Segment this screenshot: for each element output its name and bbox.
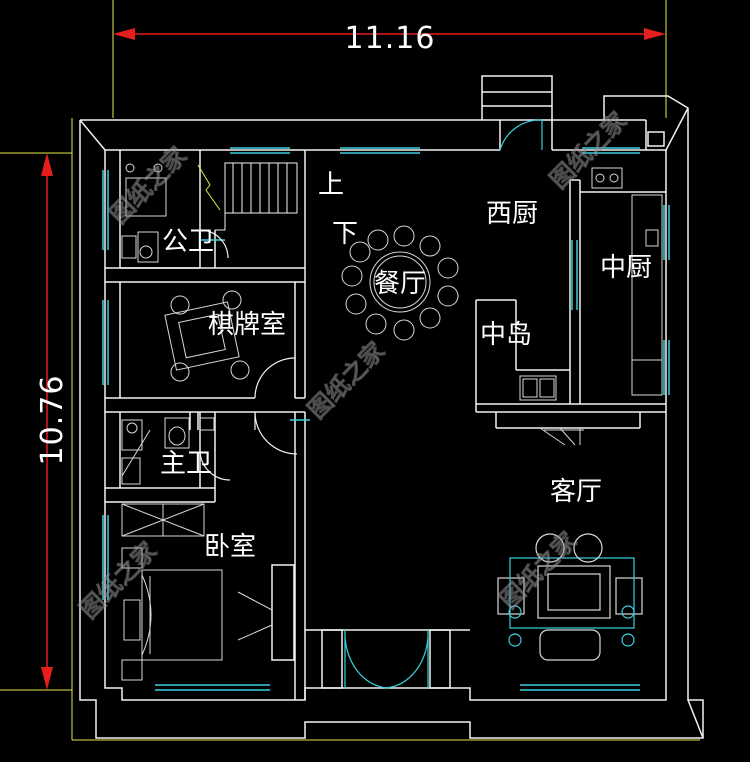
staircase [197,162,298,231]
master-bath-fixtures [121,417,215,485]
width-dimension-label: 11.16 [345,21,436,56]
interior-walls [105,150,666,700]
height-dimension-label: 10.76 [35,375,70,466]
label-chinese-kitchen: 中厨 [600,253,652,283]
label-stairs-down: 下 [332,219,358,249]
label-chess-room: 棋牌室 [208,310,286,340]
sofa-set [497,533,643,661]
label-master-bath: 主卫 [160,449,212,479]
label-western-kitchen: 西厨 [486,199,538,229]
kitchen-fixtures [519,167,663,446]
label-living: 客厅 [550,477,602,507]
windows [102,147,670,691]
label-public-bath: 公卫 [162,227,214,257]
watermarks: 图纸之家 图纸之家 图纸之家 图纸之家 图纸之家 [74,106,632,625]
bedroom-furniture [121,503,273,681]
watermark-center: 图纸之家 [302,337,390,425]
doors [199,119,543,689]
label-island: 中岛 [480,320,532,350]
dining-table [341,225,459,341]
room-labels: 公卫 棋牌室 主卫 卧室 上 下 餐厅 西厨 中岛 中厨 客厅 [160,170,652,562]
label-dining: 餐厅 [374,269,426,299]
label-stairs-up: 上 [318,170,344,200]
public-bath-fixtures [121,163,167,263]
dimension-lines [0,0,700,741]
watermark-bottom-left: 图纸之家 [74,537,162,625]
mahjong-table [164,290,250,382]
label-bedroom: 卧室 [204,532,256,562]
